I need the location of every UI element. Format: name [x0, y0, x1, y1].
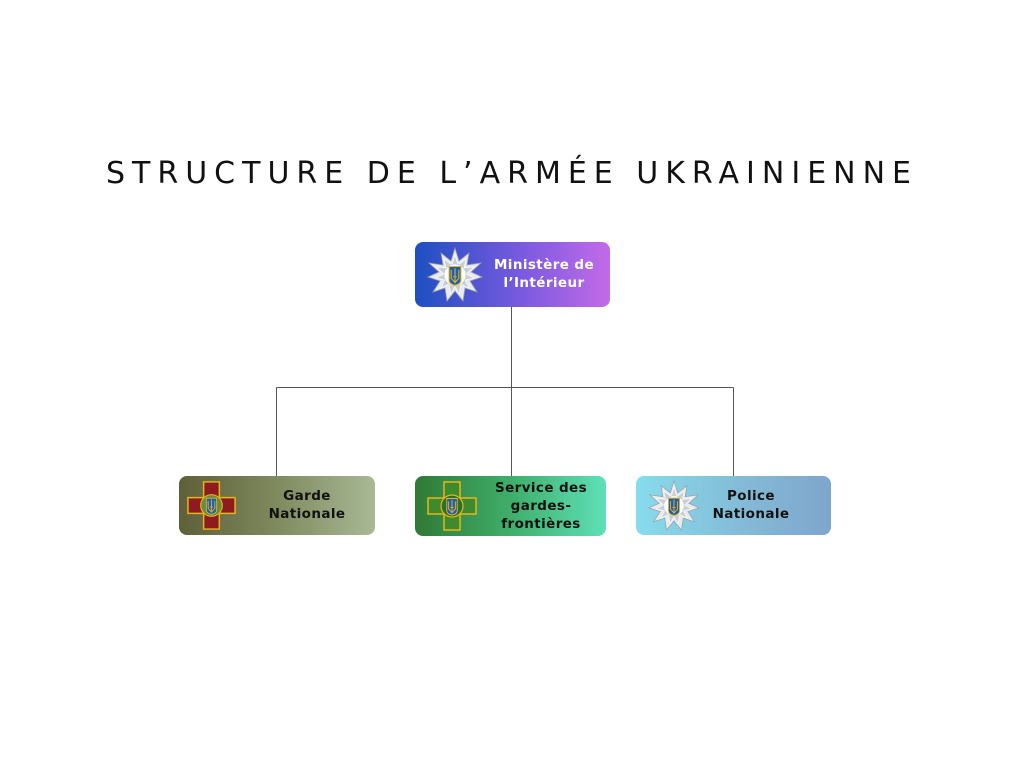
- node-police-nationale-label: Police Nationale: [712, 488, 790, 522]
- police-star-emblem-icon: [427, 247, 483, 303]
- node-ministere-interieur-label: Ministère de l’Intérieur: [493, 257, 595, 291]
- green-cross-trident-emblem-icon: [427, 481, 477, 531]
- node-police-nationale: Police Nationale: [636, 476, 831, 535]
- node-ministere-interieur: Ministère de l’Intérieur: [415, 242, 610, 307]
- red-cross-trident-emblem-icon: [187, 481, 236, 530]
- node-garde-nationale-label: Garde Nationale: [268, 488, 346, 522]
- node-service-gardes-frontieres-label: Service des gardes- frontières: [494, 480, 588, 532]
- node-service-gardes-frontieres: Service des gardes- frontières: [415, 476, 606, 536]
- diagram-title: STRUCTURE DE L’ARMÉE UKRAINIENNE: [106, 156, 918, 191]
- node-garde-nationale: Garde Nationale: [179, 476, 375, 535]
- police-star-emblem-icon: [648, 480, 700, 532]
